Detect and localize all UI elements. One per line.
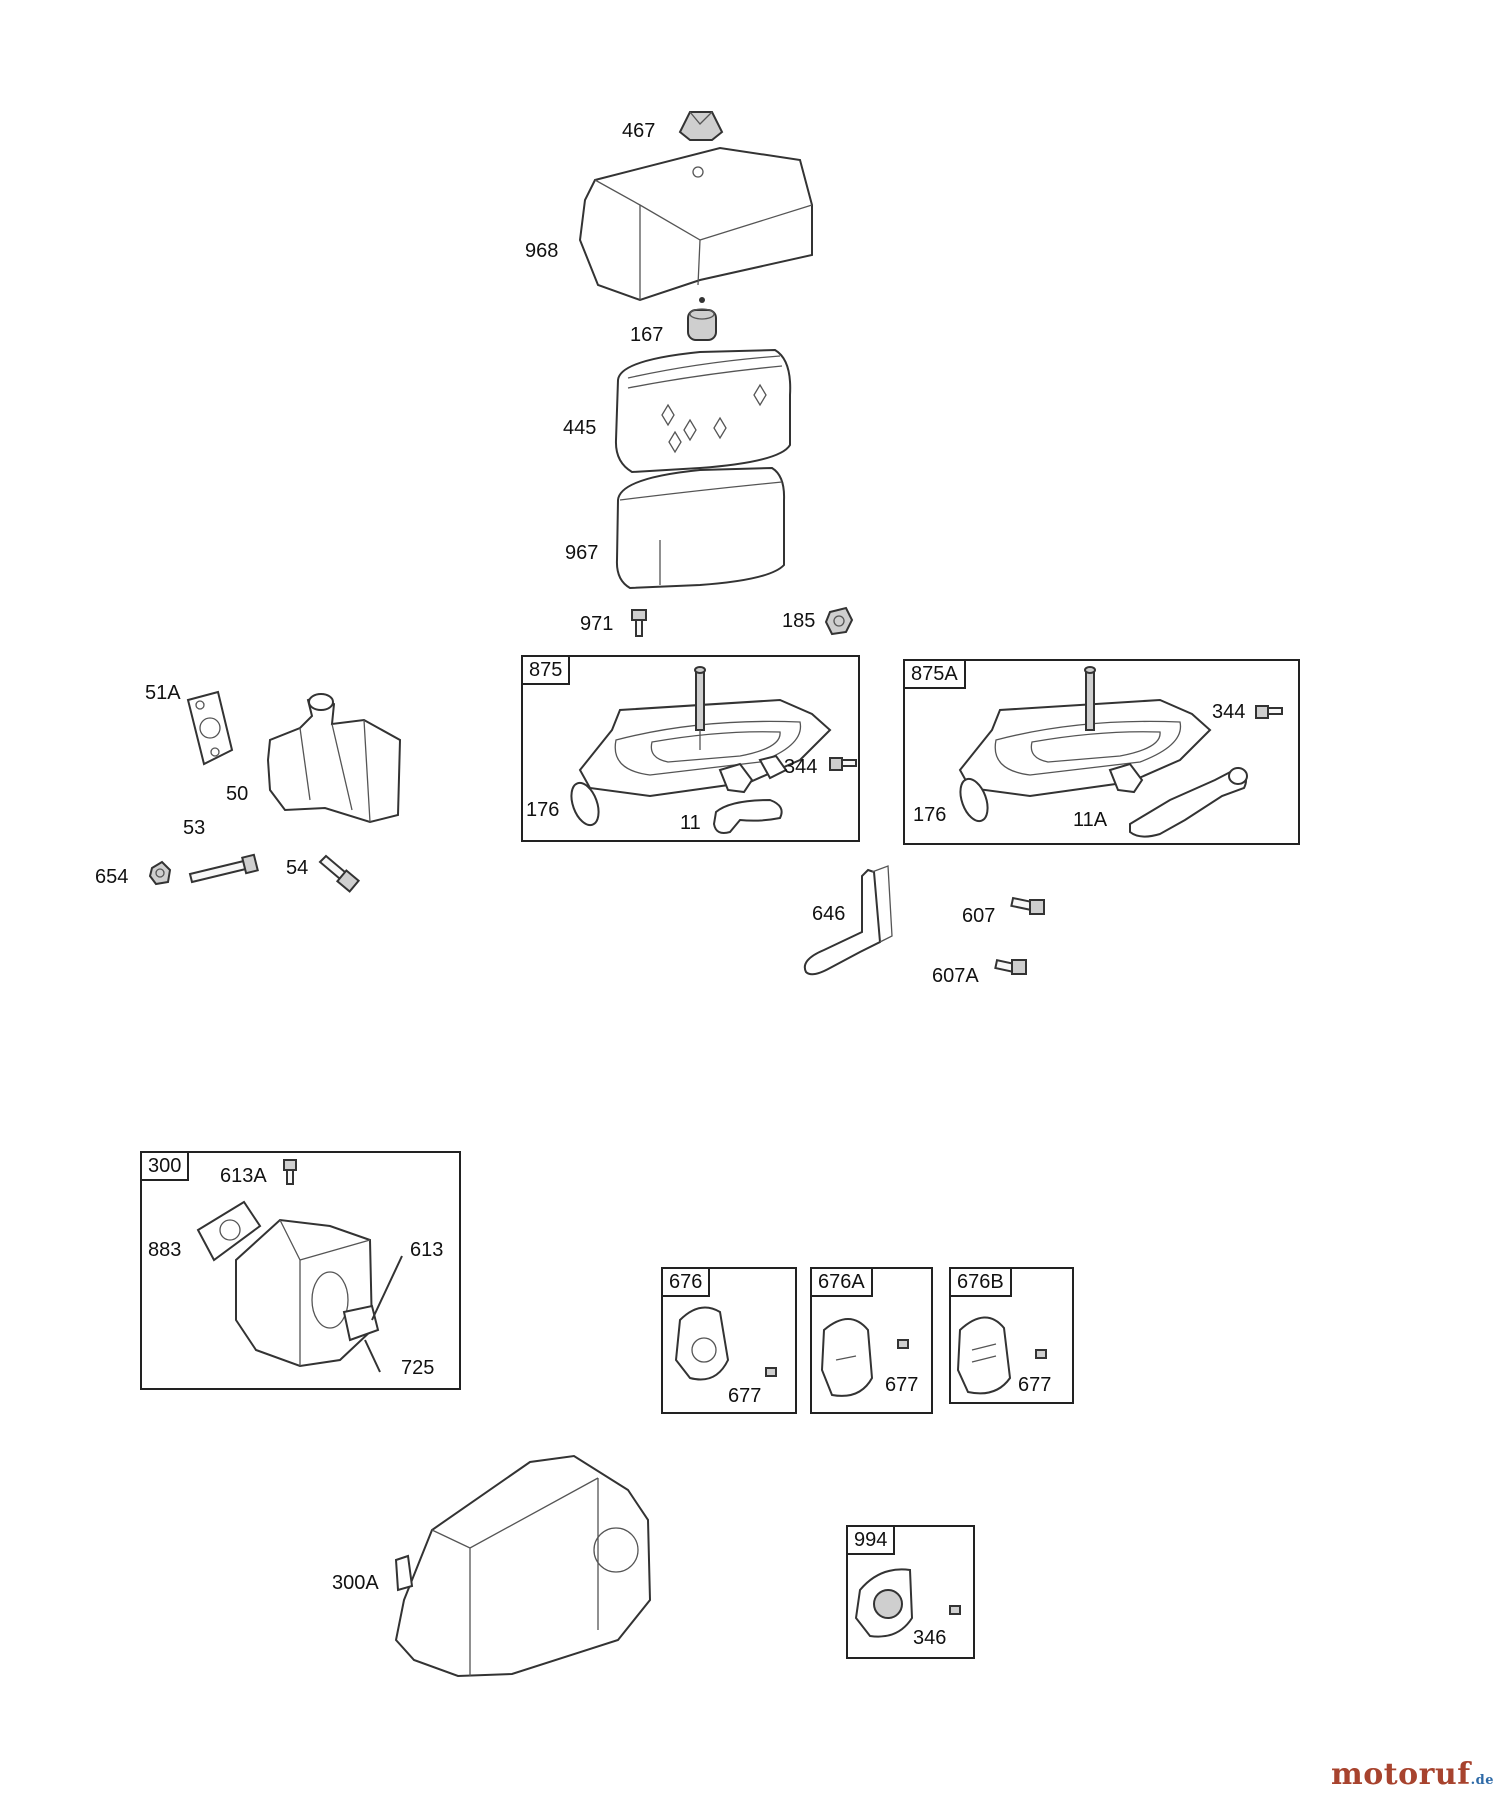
brand-suffix: .de bbox=[1470, 1773, 1494, 1788]
part-654-nut bbox=[148, 860, 172, 886]
label-654: 654 bbox=[95, 866, 129, 888]
part-51A-gasket bbox=[186, 690, 234, 766]
part-344b-screw bbox=[1255, 705, 1283, 719]
part-176-gasket bbox=[570, 781, 600, 827]
part-467-knob bbox=[678, 111, 724, 141]
label-11A: 11A bbox=[1073, 809, 1108, 831]
label-176-875: 176 bbox=[526, 799, 560, 821]
label-967: 967 bbox=[565, 542, 599, 564]
part-54-screw bbox=[318, 854, 361, 893]
label-677-676B: 677 bbox=[1018, 1374, 1052, 1396]
brand-name: motoruf bbox=[1330, 1757, 1471, 1792]
box-875: 875 bbox=[521, 655, 860, 842]
box-875-number: 875 bbox=[523, 657, 571, 685]
part-607A-bolt bbox=[994, 959, 1027, 975]
label-968: 968 bbox=[525, 240, 559, 262]
part-676B-cap bbox=[956, 1316, 1047, 1395]
label-346: 346 bbox=[913, 1627, 947, 1649]
box-875A-number: 875A bbox=[905, 661, 966, 689]
label-344-875A: 344 bbox=[1212, 701, 1246, 723]
part-11A-tube bbox=[1129, 766, 1248, 838]
box-676A: 676A bbox=[810, 1267, 933, 1414]
part-646-bracket bbox=[803, 865, 893, 976]
box-300: 300 bbox=[140, 1151, 461, 1390]
part-883-gasket bbox=[196, 1200, 262, 1262]
box-994-number: 994 bbox=[848, 1527, 896, 1555]
part-967-precleaner bbox=[615, 466, 786, 590]
part-875-base bbox=[578, 666, 832, 798]
part-607-bolt bbox=[1010, 896, 1045, 915]
part-50-elbow bbox=[266, 693, 402, 824]
label-677-676A: 677 bbox=[885, 1374, 919, 1396]
label-11: 11 bbox=[680, 812, 701, 834]
part-344-screw bbox=[829, 757, 857, 771]
label-300A: 300A bbox=[332, 1572, 379, 1594]
box-994: 994 bbox=[846, 1525, 975, 1659]
label-467: 467 bbox=[622, 120, 656, 142]
label-176-875A: 176 bbox=[913, 804, 947, 826]
label-883: 883 bbox=[148, 1239, 182, 1261]
box-300-number: 300 bbox=[142, 1153, 190, 1181]
part-613A-bolt bbox=[283, 1159, 297, 1185]
label-53: 53 bbox=[183, 817, 206, 839]
part-445-filter bbox=[614, 348, 792, 474]
box-875A: 875A bbox=[903, 659, 1300, 845]
label-50: 50 bbox=[226, 783, 249, 805]
label-51A: 51A bbox=[145, 682, 181, 704]
part-185-nut bbox=[824, 606, 854, 636]
part-875A-base bbox=[958, 666, 1212, 798]
label-167: 167 bbox=[630, 324, 664, 346]
box-676B: 676B bbox=[949, 1267, 1074, 1404]
label-613A: 613A bbox=[220, 1165, 267, 1187]
part-968-cover bbox=[578, 146, 813, 302]
box-676: 676 bbox=[661, 1267, 797, 1414]
label-344-875: 344 bbox=[784, 756, 818, 778]
part-971-bolt bbox=[631, 609, 647, 637]
part-676-cap bbox=[674, 1306, 777, 1381]
box-676-number: 676 bbox=[663, 1269, 711, 1297]
part-994-cap bbox=[854, 1568, 961, 1638]
label-185: 185 bbox=[782, 610, 816, 632]
label-607: 607 bbox=[962, 905, 996, 927]
part-53-stud bbox=[188, 853, 259, 884]
part-167-seal bbox=[687, 297, 717, 341]
brand-logo: motoruf.de bbox=[1331, 1757, 1494, 1792]
label-646: 646 bbox=[812, 903, 846, 925]
box-676B-number: 676B bbox=[951, 1269, 1012, 1297]
part-300-muffler bbox=[235, 1218, 403, 1373]
label-607A: 607A bbox=[932, 965, 979, 987]
part-300A-muffler bbox=[394, 1454, 652, 1678]
part-11-tube bbox=[712, 798, 783, 834]
label-54: 54 bbox=[286, 857, 309, 879]
box-676A-number: 676A bbox=[812, 1269, 873, 1297]
label-677-676: 677 bbox=[728, 1385, 762, 1407]
label-445: 445 bbox=[563, 417, 597, 439]
part-176b-gasket bbox=[959, 777, 989, 823]
label-971: 971 bbox=[580, 613, 614, 635]
part-676A-cap bbox=[820, 1318, 909, 1397]
label-725: 725 bbox=[401, 1357, 435, 1379]
label-613: 613 bbox=[410, 1239, 444, 1261]
